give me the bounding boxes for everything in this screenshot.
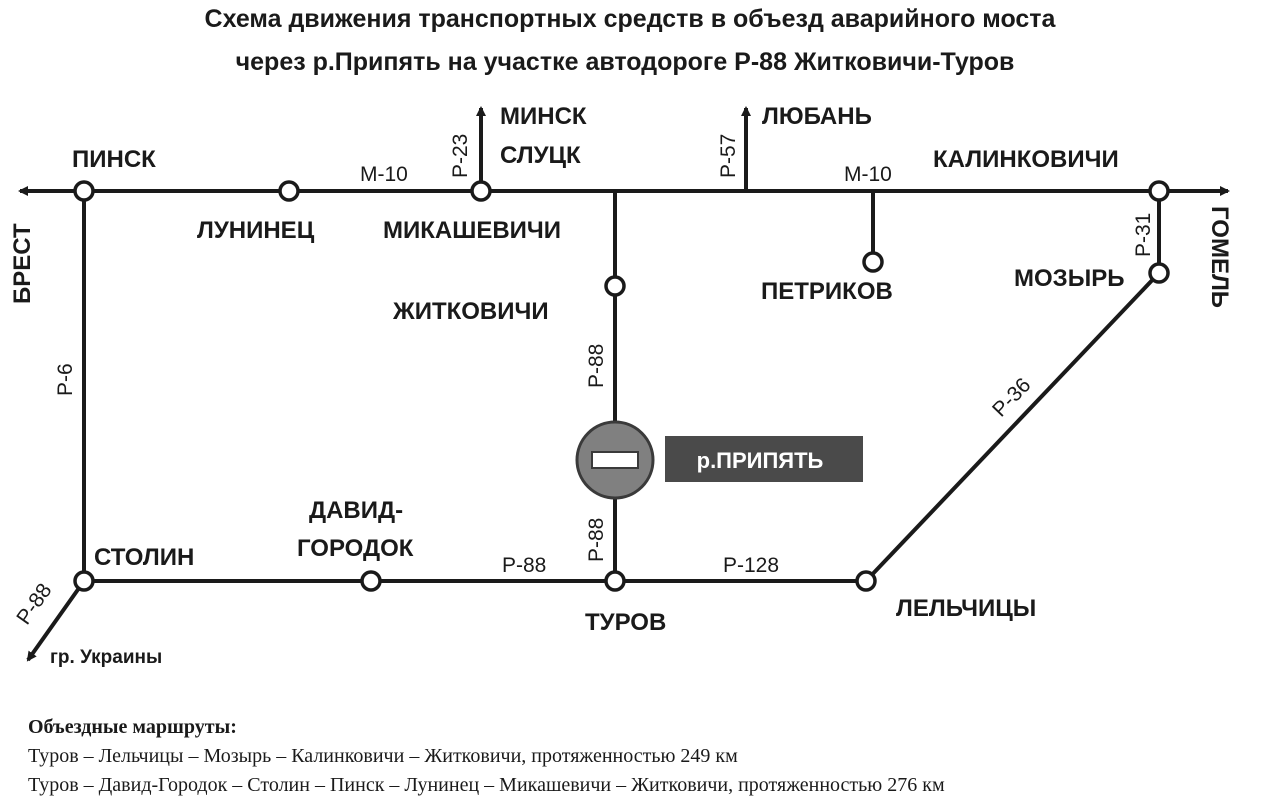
label-road-p88-north: Р-88 <box>585 344 608 388</box>
label-gomel: ГОМЕЛЬ <box>1206 206 1233 308</box>
river-label: р.ПРИПЯТЬ <box>697 448 824 473</box>
road-network <box>18 106 1230 662</box>
label-mikashevichi: МИКАШЕВИЧИ <box>383 217 561 244</box>
road-p88-ukraine <box>26 579 86 662</box>
label-luban: ЛЮБАНЬ <box>762 103 872 130</box>
label-road-p6: Р-6 <box>54 363 77 396</box>
node-petrikov <box>862 251 884 273</box>
river-label-box <box>665 436 863 482</box>
label-brest: БРЕСТ <box>9 223 36 304</box>
label-road-p128: Р-128 <box>723 554 779 577</box>
label-zhitkovichi: ЖИТКОВИЧИ <box>392 298 549 325</box>
label-road-p88-horizontal: Р-88 <box>502 554 546 577</box>
no-entry-bar <box>591 451 639 469</box>
label-kalinkovichi: КАЛИНКОВИЧИ <box>933 146 1119 173</box>
node-zhitkovichi <box>604 275 626 297</box>
city-nodes <box>73 180 1170 592</box>
node-pinsk <box>73 180 95 202</box>
road-p36 <box>864 271 1161 583</box>
detour-route-1: Туров – Лельчицы – Мозырь – Калинковичи … <box>28 745 738 767</box>
label-petrikov: ПЕТРИКОВ <box>761 278 893 305</box>
node-turov <box>604 570 626 592</box>
node-mozyr <box>1148 262 1170 284</box>
label-turov: ТУРОВ <box>585 609 666 636</box>
label-minsk: МИНСК <box>500 103 587 130</box>
label-pinsk: ПИНСК <box>72 146 156 173</box>
label-slutsk: СЛУЦК <box>500 142 581 169</box>
node-stolin <box>73 570 95 592</box>
label-road-p31: Р-31 <box>1132 213 1155 257</box>
node-david-gorodok <box>360 570 382 592</box>
label-road-p88-ukraine: Р-88 <box>12 579 56 629</box>
label-road-m10-east: М-10 <box>844 163 892 186</box>
map-title-line2: через р.Припять на участке автодороге Р-… <box>236 48 1015 76</box>
detour-route-2: Туров – Давид-Городок – Столин – Пинск –… <box>28 774 945 796</box>
label-mozyr: МОЗЫРЬ <box>1014 265 1124 292</box>
label-ukraine: гр. Украины <box>50 647 162 668</box>
label-david-gorodok-2: ГОРОДОК <box>297 535 414 562</box>
label-david-gorodok-1: ДАВИД- <box>309 497 403 524</box>
label-road-p23: Р-23 <box>449 134 472 178</box>
node-lelchitsy <box>855 570 877 592</box>
label-stolin: СТОЛИН <box>94 544 194 571</box>
label-road-p36: Р-36 <box>988 374 1035 422</box>
detour-heading: Объездные маршруты: <box>28 716 237 738</box>
label-lelchitsy: ЛЕЛЬЧИЦЫ <box>896 595 1036 622</box>
label-luninets: ЛУНИНЕЦ <box>197 217 315 244</box>
node-mikashevichi <box>470 180 492 202</box>
detour-routes: Объездные маршруты: Туров – Лельчицы – М… <box>28 713 1258 800</box>
node-luninets <box>278 180 300 202</box>
node-kalinkovichi <box>1148 180 1170 202</box>
label-road-p57: Р-57 <box>717 134 740 178</box>
label-road-p88-south: Р-88 <box>585 518 608 562</box>
no-entry-icon <box>575 420 655 500</box>
map-title-line1: Схема движения транспортных средств в об… <box>205 5 1057 33</box>
label-road-m10-west: М-10 <box>360 163 408 186</box>
